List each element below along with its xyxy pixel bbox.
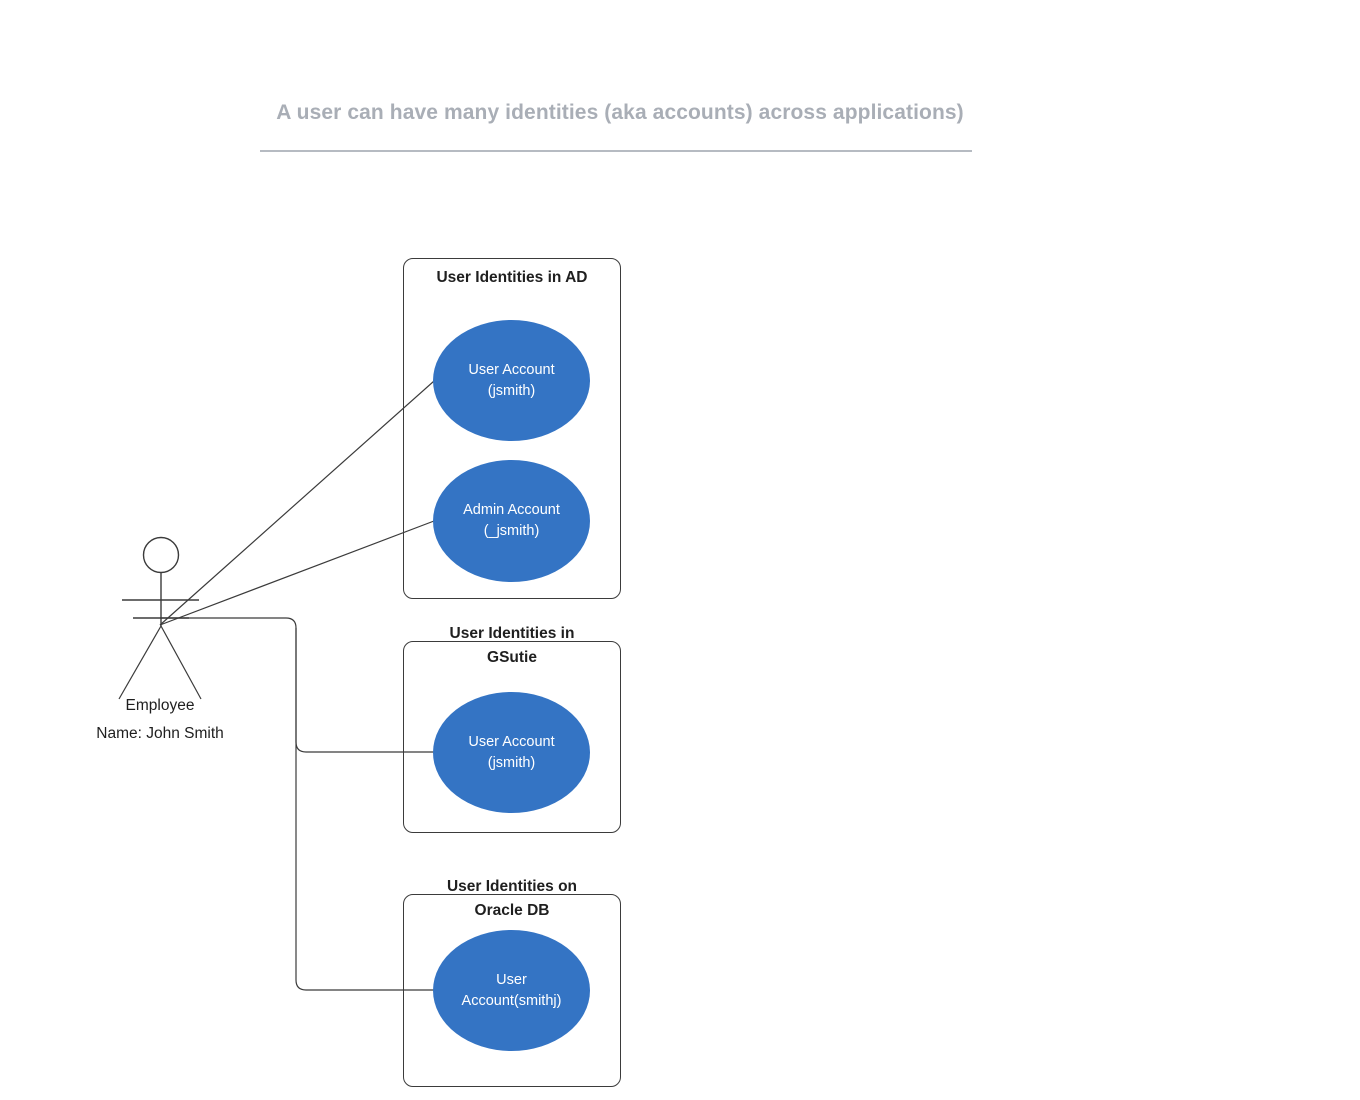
group-box-oracle[interactable] (403, 894, 621, 1087)
account-label-line-1: Admin Account (463, 502, 560, 518)
connector-actor-to-ad-user[interactable] (159, 380, 435, 626)
account-label-line-2: (jsmith) (487, 754, 536, 771)
group-box-ad[interactable] (403, 258, 621, 599)
page-title: A user can have many identities (aka acc… (276, 101, 964, 124)
actor-right-leg-icon (160, 625, 202, 700)
actor-name-label: Name: John Smith (96, 725, 224, 742)
account-label-line-1: User Account (468, 361, 555, 378)
connector-actor-to-oracle-user[interactable] (295, 628, 434, 991)
group-box-gsuite[interactable] (403, 641, 621, 833)
account-label-line-1: User (496, 971, 527, 988)
account-node-gsuite-user[interactable]: User Account (jsmith) (433, 692, 590, 813)
account-node-ad-admin[interactable]: Admin Account (_jsmith) (433, 460, 590, 582)
actor-head-icon (142, 536, 180, 574)
account-node-ad-user[interactable]: User Account (jsmith) (433, 320, 590, 441)
actor-role-label: Employee (125, 697, 195, 714)
account-label-line-1: User Account (468, 733, 555, 750)
actor-left-leg-icon (118, 625, 162, 700)
account-node-oracle-user[interactable]: User Account(smithj) (433, 930, 590, 1051)
account-label-line-2: (_jsmith) (483, 523, 540, 539)
stick-figure-actor-icon[interactable] (118, 536, 202, 700)
title-divider (260, 150, 972, 152)
connector-actor-to-ad-admin[interactable] (159, 520, 435, 626)
account-label-line-2: (jsmith) (487, 382, 536, 399)
account-label-line-2: Account(smithj) (461, 992, 562, 1009)
